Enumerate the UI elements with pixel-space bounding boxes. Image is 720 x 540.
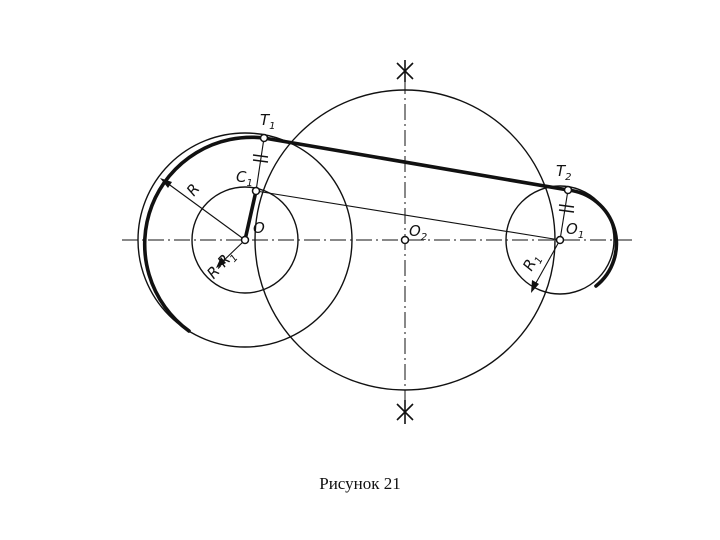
point-t1	[259, 133, 269, 143]
top-cross-marker	[396, 60, 414, 82]
tangent-line-t1-t2	[262, 136, 570, 192]
point-o2	[400, 235, 410, 245]
equal-ticks-right	[558, 204, 575, 213]
label-t2: T2	[556, 162, 572, 183]
label-r1: R1	[519, 250, 545, 275]
line-t1-c1	[255, 137, 265, 192]
radius-r1-line	[531, 239, 561, 291]
label-o1: O1	[566, 220, 584, 241]
label-t1: T1	[260, 111, 276, 132]
point-o1	[555, 235, 565, 245]
arrow-r-minus-r1	[216, 257, 226, 268]
bottom-cross-marker	[396, 400, 414, 424]
line-c1-o1	[255, 190, 561, 241]
radius-r-line	[162, 179, 246, 241]
figure-caption: Рисунок 21	[319, 474, 401, 493]
bold-arc-small	[566, 188, 619, 288]
label-o2: O2	[409, 222, 427, 243]
bold-segment-o-c1	[243, 189, 258, 242]
equal-ticks-left	[252, 154, 269, 163]
line-t2-o1	[559, 189, 569, 241]
bold-arc-large	[142, 135, 266, 333]
point-c1	[251, 186, 261, 196]
label-c1: C1	[236, 168, 253, 189]
point-t2	[563, 185, 573, 195]
point-o	[240, 235, 250, 245]
arrow-r1	[531, 280, 539, 293]
label-o: O	[253, 219, 265, 237]
